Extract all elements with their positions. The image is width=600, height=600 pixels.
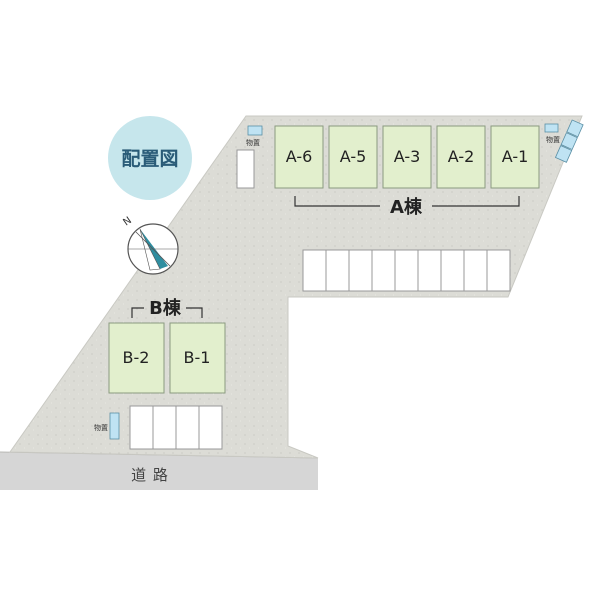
north-compass-icon xyxy=(127,223,179,275)
parking-space xyxy=(440,249,465,292)
unit-a1 xyxy=(490,125,540,189)
storage-label-a-left: 物置 xyxy=(246,138,260,147)
unit-b2-label: B-2 xyxy=(123,348,150,367)
storage-label-b: 物置 xyxy=(94,423,108,432)
parking-space xyxy=(129,405,154,450)
storage-icon-a-left xyxy=(247,125,263,136)
bicycle-area xyxy=(236,149,255,189)
parking-space xyxy=(348,249,373,292)
title-circle xyxy=(108,116,192,200)
parking-space xyxy=(175,405,200,450)
parking-space xyxy=(152,405,177,450)
block-b-label: B棟 xyxy=(149,297,182,319)
parking-b xyxy=(129,405,223,450)
unit-b1 xyxy=(169,322,226,394)
storage-icon-b xyxy=(109,412,120,440)
unit-b2 xyxy=(108,322,165,394)
storage-label-a-right: 物置 xyxy=(546,135,560,144)
parking-a xyxy=(302,249,511,292)
storage-icon-a-right xyxy=(544,123,559,133)
unit-a5 xyxy=(328,125,378,189)
unit-a6-label: A-6 xyxy=(286,147,313,166)
parking-space xyxy=(486,249,511,292)
unit-a2 xyxy=(436,125,486,189)
block-a-bracket xyxy=(294,196,520,207)
block-b-bracket xyxy=(131,307,203,318)
storage-units-right xyxy=(554,119,584,163)
road-label: 道 路 xyxy=(131,466,169,484)
compass-n-label: N xyxy=(121,215,133,228)
unit-a3 xyxy=(382,125,432,189)
unit-a5-label: A-5 xyxy=(340,147,367,166)
parking-space xyxy=(463,249,488,292)
parking-space xyxy=(371,249,396,292)
unit-a6 xyxy=(274,125,324,189)
page-title: 配置図 xyxy=(121,148,178,170)
parking-space xyxy=(394,249,419,292)
unit-a2-label: A-2 xyxy=(448,147,475,166)
road xyxy=(0,452,318,490)
block-a-units xyxy=(274,125,540,189)
parking-space xyxy=(198,405,223,450)
unit-a1-label: A-1 xyxy=(502,147,529,166)
parking-space xyxy=(325,249,350,292)
unit-a3-label: A-3 xyxy=(394,147,421,166)
parking-space xyxy=(417,249,442,292)
block-a-label: A棟 xyxy=(390,196,423,218)
parking-space xyxy=(302,249,327,292)
unit-b1-label: B-1 xyxy=(184,348,211,367)
